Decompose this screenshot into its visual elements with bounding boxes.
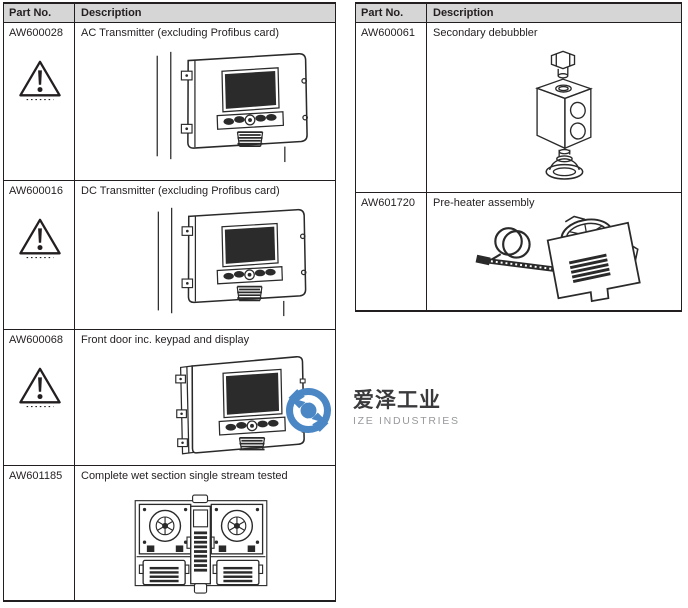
company-name-en: IZE INDUSTRIES (353, 415, 460, 427)
table-row: AW600068 Front door inc. keypad and disp… (4, 329, 335, 465)
table-row: AW600028 AC Transmitter (excluding Profi… (4, 22, 335, 180)
table-row: AW601720 Pre-heater assembly (356, 192, 681, 310)
warning-icon (18, 58, 62, 106)
header-description: Description (81, 7, 142, 19)
part-number: AW600068 (9, 334, 64, 346)
wet-section-illustration (131, 492, 331, 598)
part-description: Complete wet section single stream teste… (81, 470, 288, 482)
ac-transmitter-illustration (129, 48, 331, 164)
table-header: Part No. Description (356, 4, 681, 22)
part-number: AW601185 (9, 470, 63, 482)
ize-logo-icon (286, 388, 331, 433)
table-row: AW600061 Secondary debubbler (356, 22, 681, 192)
pre-heater-assembly-illustration (471, 214, 677, 307)
header-part-no: Part No. (356, 4, 427, 22)
part-description: DC Transmitter (excluding Profibus card) (81, 185, 280, 197)
header-description: Description (433, 7, 494, 19)
header-part-no: Part No. (4, 4, 75, 22)
company-name-cn: 爱泽工业 (353, 389, 441, 412)
part-description: Front door inc. keypad and display (81, 334, 250, 346)
part-description: Secondary debubbler (433, 27, 538, 39)
parts-table-left: Part No. Description AW600028 AC Transmi… (3, 2, 336, 602)
part-number: AW601720 (361, 197, 416, 209)
part-number: AW600061 (361, 27, 416, 39)
warning-icon (18, 365, 62, 413)
secondary-debubbler-illustration (515, 46, 677, 192)
part-number: AW600016 (9, 185, 64, 197)
front-door-illustration (137, 352, 331, 462)
part-description: Pre-heater assembly (433, 197, 535, 209)
table-row: AW600016 DC Transmitter (excluding Profi… (4, 180, 335, 329)
dc-transmitter-illustration (129, 204, 331, 318)
part-description: AC Transmitter (excluding Profibus card) (81, 27, 280, 39)
parts-table-right: Part No. Description AW600061 Secondary … (355, 2, 682, 312)
table-header: Part No. Description (4, 4, 335, 22)
part-number: AW600028 (9, 27, 64, 39)
warning-icon (18, 216, 62, 264)
company-watermark: 爱泽工业 IZE INDUSTRIES (286, 388, 460, 433)
watermark-text: 爱泽工业 IZE INDUSTRIES (353, 388, 460, 427)
table-row: AW601185 Complete wet section single str… (4, 465, 335, 600)
